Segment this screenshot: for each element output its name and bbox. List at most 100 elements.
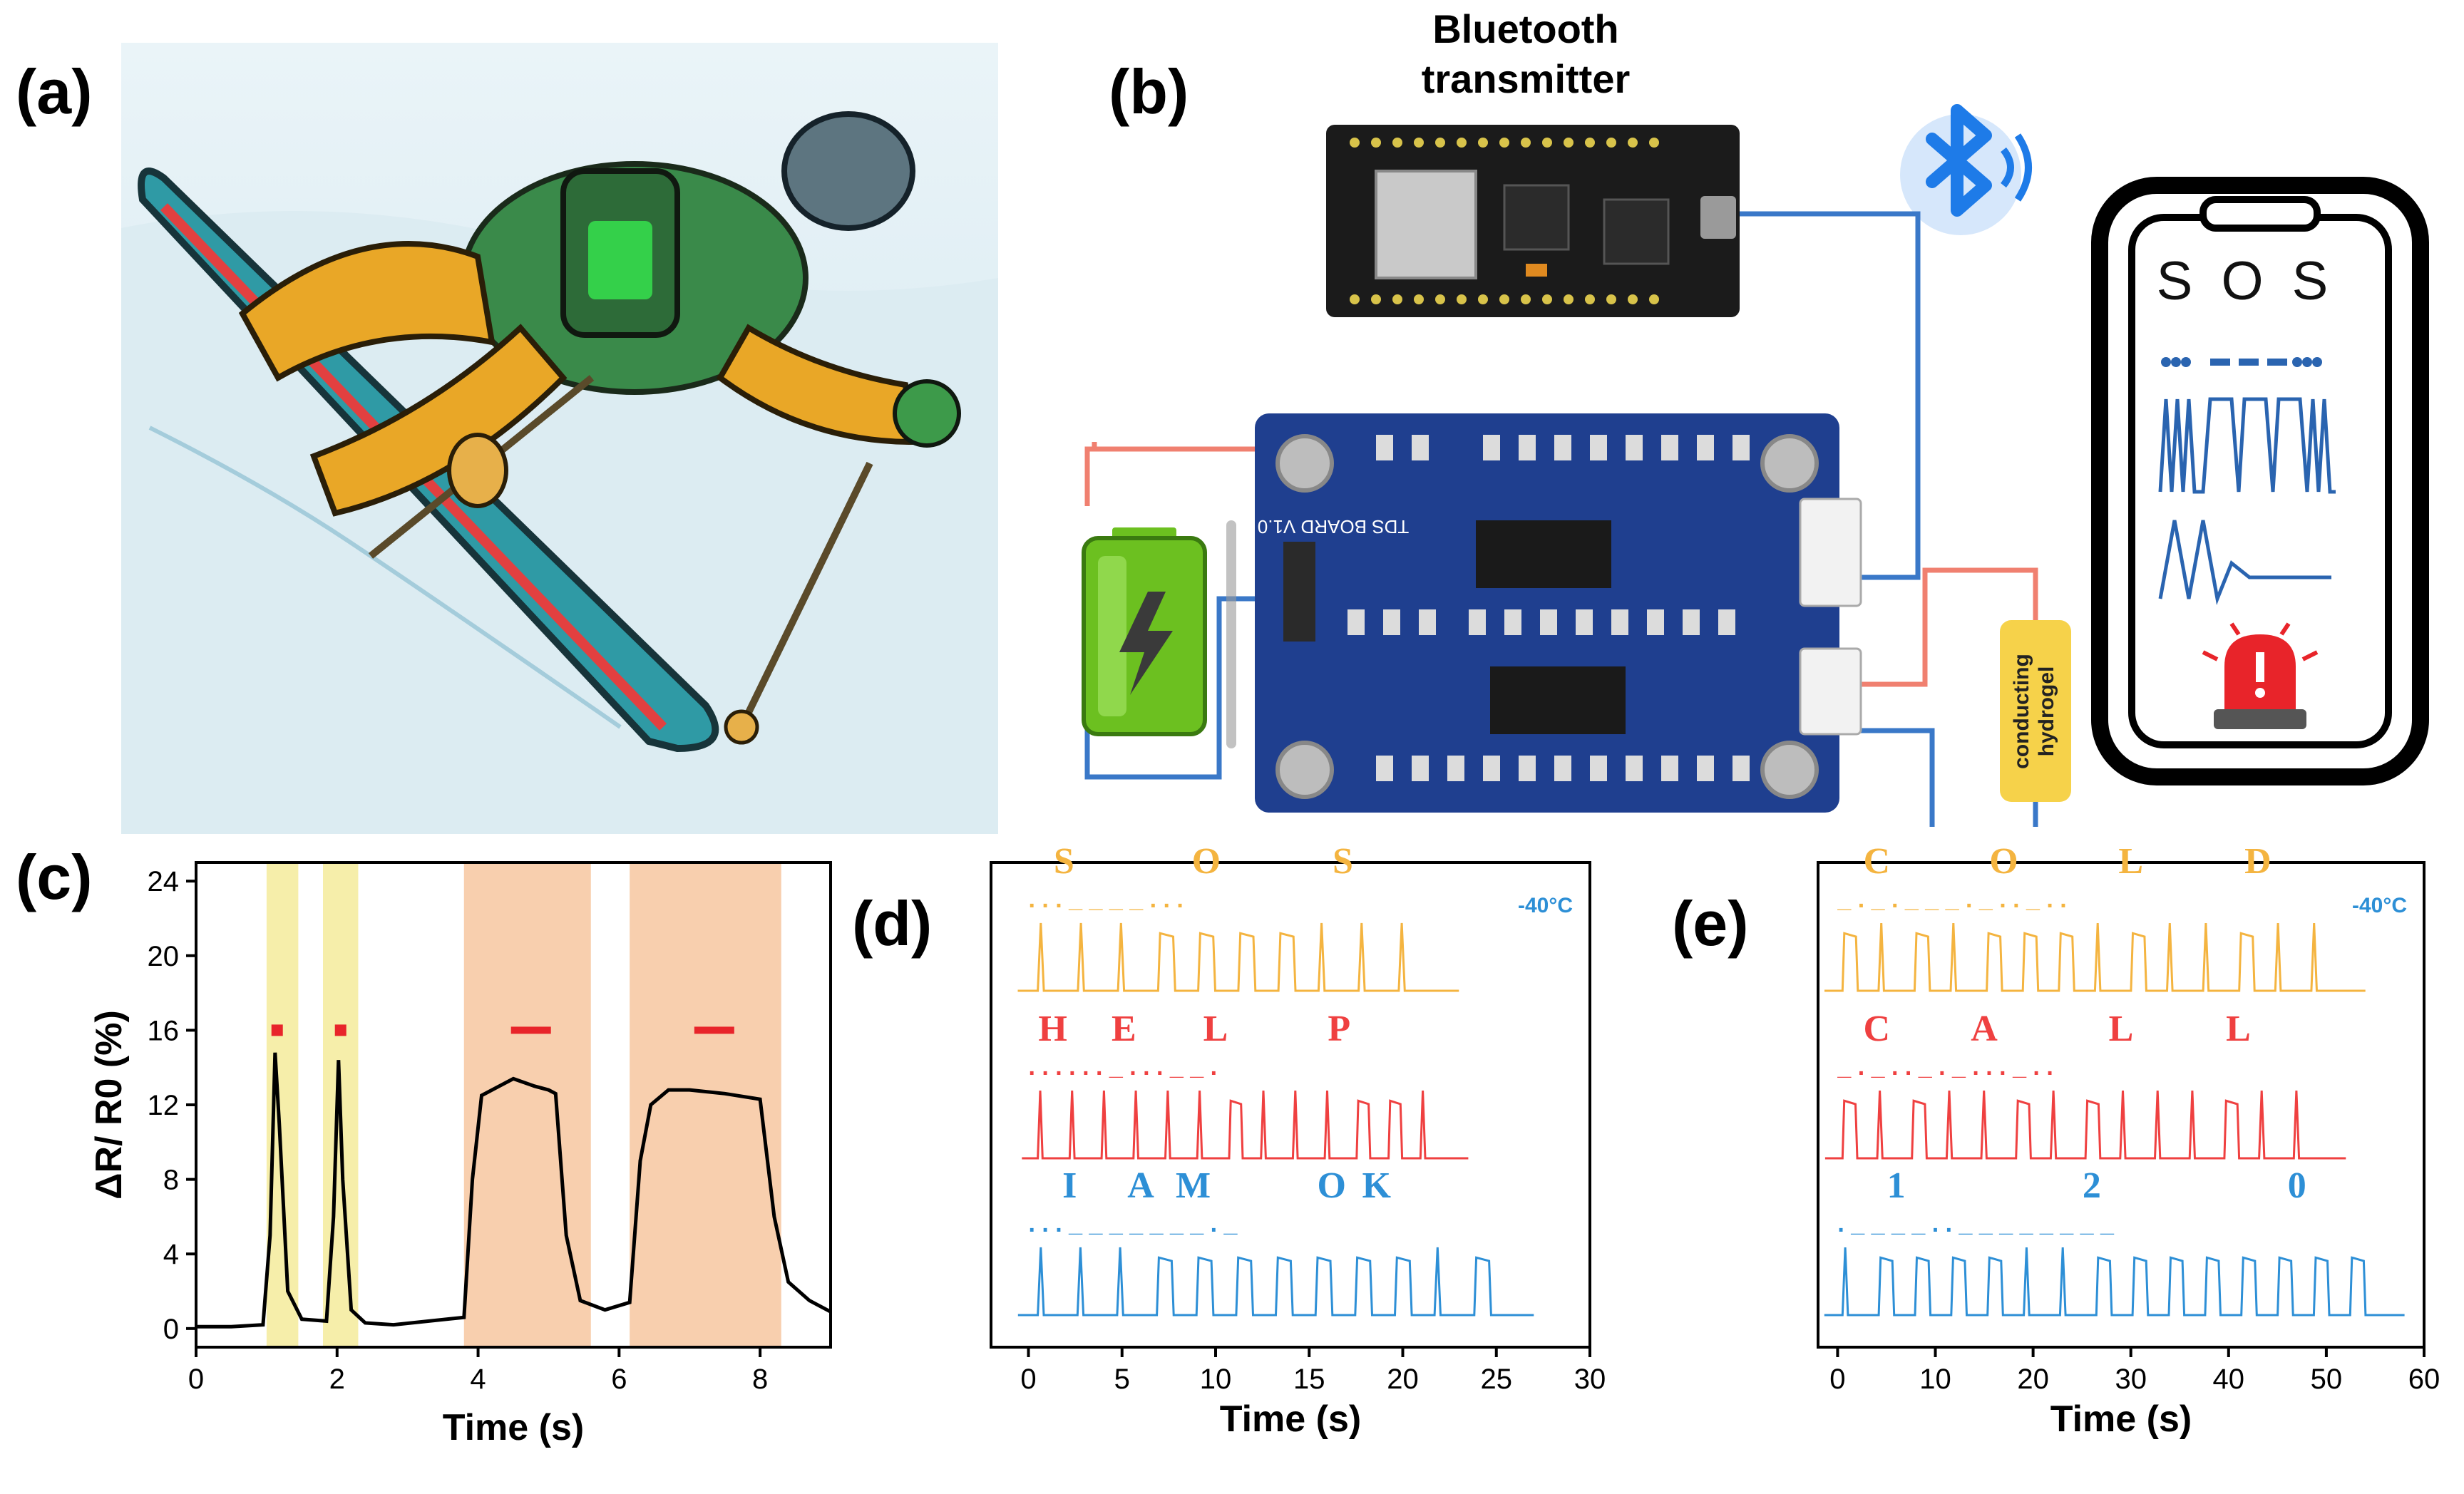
battery-icon: [1082, 520, 1236, 748]
ski-pole-right: [738, 461, 873, 729]
phone-signal-top: [2158, 397, 2336, 494]
panel-label-d: (d): [852, 888, 933, 959]
letter-label: S: [1054, 841, 1074, 882]
bluetooth-label-line2: transmitter: [1422, 56, 1631, 101]
phone-morse-dots: [2161, 357, 2322, 367]
letter-label: L: [1203, 1009, 1228, 1049]
bluetooth-transmitter-board: [1326, 125, 1740, 317]
x-tick-label: 10: [1919, 1364, 1951, 1395]
x-tick-label: 0: [188, 1364, 204, 1395]
x-tick-label: 2: [329, 1364, 345, 1395]
x-tick-label: 40: [2213, 1364, 2245, 1395]
rider-legs: [238, 241, 496, 382]
panel-label-c: (c): [16, 842, 93, 912]
x-tick-label: 5: [1114, 1364, 1130, 1395]
x-axis-label: Time (s): [443, 1407, 584, 1448]
series-trace-cold: [1824, 922, 2366, 992]
letter-label: I: [1062, 1165, 1077, 1206]
x-tick-label: 6: [611, 1364, 627, 1395]
x-tick-label: 0: [1020, 1364, 1036, 1395]
panel-label-b: (b): [1109, 56, 1189, 127]
letter-label: 0: [2288, 1165, 2306, 1206]
letter-label: M: [1176, 1165, 1211, 1206]
letter-label: O: [1989, 841, 2018, 882]
x-axis-label: Time (s): [2050, 1398, 2192, 1440]
panel-label-e: (e): [1672, 888, 1749, 959]
plot-frame: [1817, 861, 2426, 1349]
series-trace-120: [1824, 1247, 2405, 1317]
x-tick-label: 8: [752, 1364, 768, 1395]
panel-b-diagram: Bluetooth transmitter: [1082, 7, 2429, 827]
series-line: [196, 1052, 832, 1329]
x-tick-label: 25: [1481, 1364, 1513, 1395]
morse-code-label: . . . _ _ _ _ . . .: [1029, 886, 1184, 913]
y-tick-label: 24: [148, 866, 180, 897]
letter-label: P: [1328, 1009, 1350, 1049]
panel-a-illustration: [121, 43, 998, 834]
phone-text-s2: S: [2292, 251, 2329, 311]
x-axis-label: Time (s): [1220, 1398, 1361, 1440]
letter-label: 1: [1887, 1165, 1906, 1206]
wire-blue-battery: [1084, 596, 1283, 780]
bluetooth-icon: [1900, 104, 2032, 235]
morse-code-label: . . . . . . _ . . . _ _ .: [1029, 1053, 1218, 1081]
x-tick-label: 20: [2017, 1364, 2049, 1395]
letter-label: L: [2109, 1009, 2134, 1049]
letter-label: K: [1362, 1165, 1392, 1206]
bluetooth-label-line1: Bluetooth: [1432, 7, 1618, 51]
letter-label: H: [1038, 1009, 1067, 1049]
phone-text-o: O: [2221, 251, 2263, 311]
letter-label: S: [1333, 841, 1353, 882]
conducting-hydrogel: conducting hydrogel: [2000, 620, 2071, 802]
series-trace-help: [1022, 1090, 1469, 1160]
y-tick-label: 20: [148, 941, 180, 972]
morse-dash-mark: [510, 1026, 551, 1034]
x-tick-label: 20: [1387, 1364, 1419, 1395]
x-tick-label: 60: [2408, 1364, 2440, 1395]
plot-frame: [990, 861, 1591, 1349]
letter-label: L: [2118, 841, 2143, 882]
x-tick-label: 30: [2115, 1364, 2147, 1395]
letter-label: L: [2226, 1009, 2251, 1049]
highlight-band-0: [266, 862, 299, 1347]
x-tick-label: 50: [2311, 1364, 2343, 1395]
smartphone: S O S: [2091, 177, 2429, 785]
morse-code-label: . . . _ _ _ _ _ _ _ . _: [1029, 1210, 1238, 1237]
letter-label: 2: [2083, 1165, 2101, 1206]
tds-board: TDS BOARD V1.0: [1255, 413, 1862, 813]
y-tick-label: 4: [163, 1239, 179, 1270]
series-trace-sos: [1017, 922, 1459, 992]
letter-label: D: [2244, 841, 2272, 882]
morse-code-label: _ . _ . . _ . _ . . . _ . .: [1837, 1053, 2053, 1081]
series-trace-call: [1824, 1090, 2346, 1160]
letter-label: C: [1863, 1009, 1890, 1049]
y-tick-label: 0: [163, 1314, 179, 1345]
x-tick-label: 15: [1293, 1364, 1325, 1395]
x-tick-label: 10: [1200, 1364, 1232, 1395]
x-tick-label: 4: [470, 1364, 486, 1395]
phone-signal-bottom: [2158, 520, 2331, 605]
hydrogel-label-line1: conducting: [2010, 654, 2033, 769]
morse-dash-mark: [694, 1026, 734, 1034]
morse-code-label: . _ _ _ _ . . _ _ _ _ _ _ _ _: [1837, 1210, 2115, 1237]
panel-label-a: (a): [16, 56, 93, 127]
morse-dot-mark: [334, 1024, 346, 1036]
morse-code-label: _ . _ . _ _ _ . _ . . _ . .: [1837, 886, 2066, 913]
letter-label: E: [1112, 1009, 1136, 1049]
temperature-annotation: -40°C: [2352, 894, 2407, 917]
wire-bluetooth-to-board: [1740, 211, 1921, 580]
y-tick-label: 12: [148, 1090, 180, 1121]
hydrogel-label-line2: hydrogel: [2035, 666, 2058, 757]
rider-helmet: [781, 111, 915, 231]
temperature-annotation: -40°C: [1518, 894, 1573, 917]
tds-board-label: TDS BOARD V1.0: [1258, 516, 1409, 537]
morse-dot-mark: [271, 1024, 283, 1036]
highlight-band-2: [463, 862, 591, 1347]
wire-blue-hydrogel: [1832, 728, 2038, 827]
highlight-band-3: [630, 862, 781, 1347]
series-trace-i-am-ok: [1017, 1247, 1534, 1317]
phone-text-s1: S: [2157, 251, 2193, 311]
